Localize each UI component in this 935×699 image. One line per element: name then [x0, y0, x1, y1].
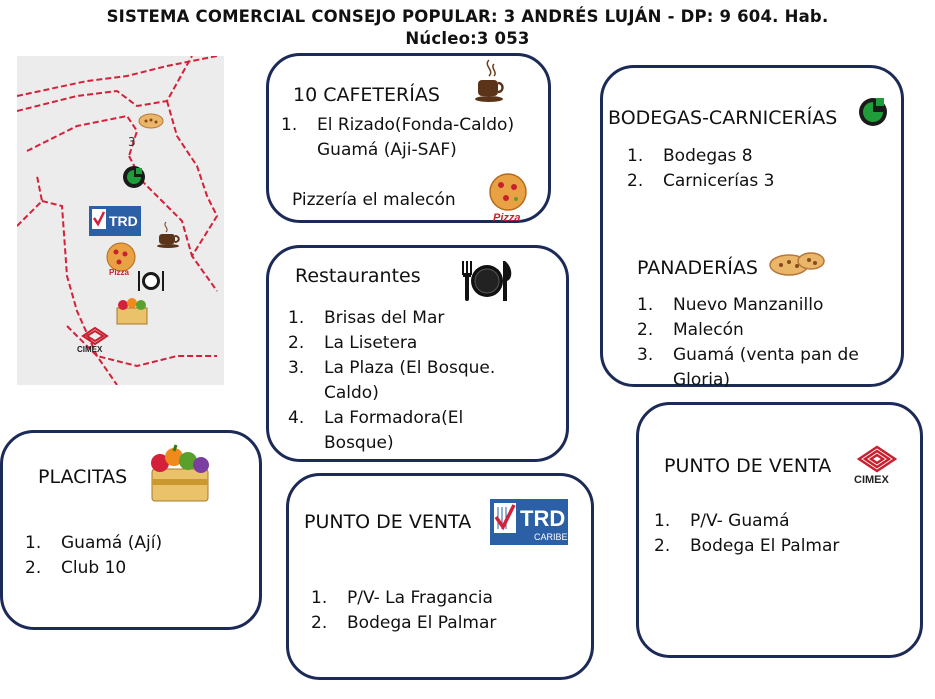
- svg-text:CARIBE: CARIBE: [534, 532, 568, 542]
- list-item: 2.Bodega El Palmar: [654, 536, 840, 556]
- cupet-icon: [857, 92, 889, 132]
- title-line-2: Núcleo:3 053: [405, 29, 530, 48]
- cafeterias-list: 1.El Rizado(Fonda-Caldo) Guamá (Aji-SAF): [281, 113, 514, 163]
- svg-text:TRD: TRD: [109, 213, 138, 229]
- list-item: 1.P/V- Guamá: [654, 511, 790, 531]
- list-item: 1.P/V- La Fragancia: [311, 588, 493, 608]
- svg-text:Pizza: Pizza: [109, 268, 130, 276]
- dish-icon: [459, 257, 515, 307]
- placitas-panel: PLACITAS 1.Guamá (Ají) 2.Club 10: [0, 430, 262, 630]
- list-item: Guamá (Aji-SAF): [317, 140, 457, 160]
- list-item: 2.La Lisetera: [288, 333, 418, 353]
- panaderias-list: 1.Nuevo Manzanillo 2.Malecón 3.Guamá (ve…: [637, 293, 899, 393]
- map-bread-icon: [137, 112, 165, 134]
- list-item: 1.Bodegas 8: [627, 146, 753, 166]
- placitas-heading: PLACITAS: [38, 466, 128, 488]
- list-item: 2.Malecón: [637, 320, 744, 340]
- page-title: SISTEMA COMERCIAL CONSEJO POPULAR: 3 AND…: [0, 6, 935, 50]
- list-item: 1.El Rizado(Fonda-Caldo): [281, 115, 515, 135]
- panaderias-heading: PANADERÍAS: [637, 257, 758, 279]
- placitas-list: 1.Guamá (Ají) 2.Club 10: [25, 531, 162, 581]
- list-item: 4.La Formadora(El Bosque): [288, 408, 464, 453]
- map-market-icon: [113, 296, 151, 330]
- restaurantes-list: 1.Brisas del Mar 2.La Lisetera 3.La Plaz…: [288, 306, 528, 456]
- cafeterias-panel: 10 CAFETERÍAS 1.El Rizado(Fonda-Caldo) G…: [266, 53, 551, 224]
- bodegas-panel: BODEGAS-CARNICERÍAS 1.Bodegas 8 2.Carnic…: [600, 65, 904, 390]
- market-icon: [146, 443, 214, 509]
- map-cimex-icon: CIMEX: [77, 326, 113, 358]
- restaurantes-heading: Restaurantes: [295, 265, 421, 287]
- list-item: 1.Nuevo Manzanillo: [637, 295, 824, 315]
- map-trd-logo-icon: TRD: [89, 206, 141, 236]
- list-item: 2.Bodega El Palmar: [311, 613, 497, 633]
- list-item: 1.Guamá (Ají): [25, 533, 163, 553]
- svg-text:Pizza: Pizza: [493, 212, 521, 224]
- pv-trd-heading: PUNTO DE VENTA: [304, 511, 472, 533]
- map-pizza-icon: Pizza: [104, 242, 138, 280]
- map-coffee-icon: [156, 220, 182, 252]
- cimex-logo-icon: CIMEX: [851, 443, 903, 489]
- district-map: 3 TRD Pizza CIMEX: [16, 55, 224, 386]
- list-item: 1.Brisas del Mar: [288, 308, 445, 328]
- bodegas-list: 1.Bodegas 8 2.Carnicerías 3: [627, 144, 775, 194]
- map-zone-number: 3: [128, 135, 136, 149]
- pizzeria-label: Pizzería el malecón: [292, 190, 456, 210]
- map-dish-icon: [137, 268, 165, 298]
- svg-text:CIMEX: CIMEX: [854, 474, 890, 485]
- cafeterias-heading: 10 CAFETERÍAS: [293, 84, 440, 106]
- list-item: 2.Club 10: [25, 558, 127, 578]
- pv-cimex-list: 1.P/V- Guamá 2.Bodega El Palmar: [654, 509, 839, 559]
- restaurantes-panel: Restaurantes 1.Brisas del Mar 2.La Liset…: [266, 245, 569, 462]
- map-cupet-icon: [121, 164, 147, 194]
- list-item: 2.Carnicerías 3: [627, 171, 775, 191]
- svg-text:CIMEX: CIMEX: [77, 345, 103, 354]
- pv-trd-list: 1.P/V- La Fragancia 2.Bodega El Palmar: [311, 586, 496, 636]
- pv-cimex-heading: PUNTO DE VENTA: [664, 455, 832, 477]
- bread-icon: [767, 249, 827, 283]
- bodegas-heading: BODEGAS-CARNICERÍAS: [608, 107, 838, 129]
- svg-text:TRD: TRD: [520, 506, 565, 531]
- pizza-icon: Pizza: [487, 172, 529, 228]
- list-item: 3.Guamá (venta pan de Gloria): [637, 345, 859, 390]
- coffee-icon: [473, 56, 507, 110]
- title-line-1: SISTEMA COMERCIAL CONSEJO POPULAR: 3 AND…: [106, 7, 829, 26]
- list-item: 3.La Plaza (El Bosque. Caldo): [288, 358, 496, 403]
- pv-cimex-panel: PUNTO DE VENTA CIMEX 1.P/V- Guamá 2.Bode…: [636, 402, 923, 658]
